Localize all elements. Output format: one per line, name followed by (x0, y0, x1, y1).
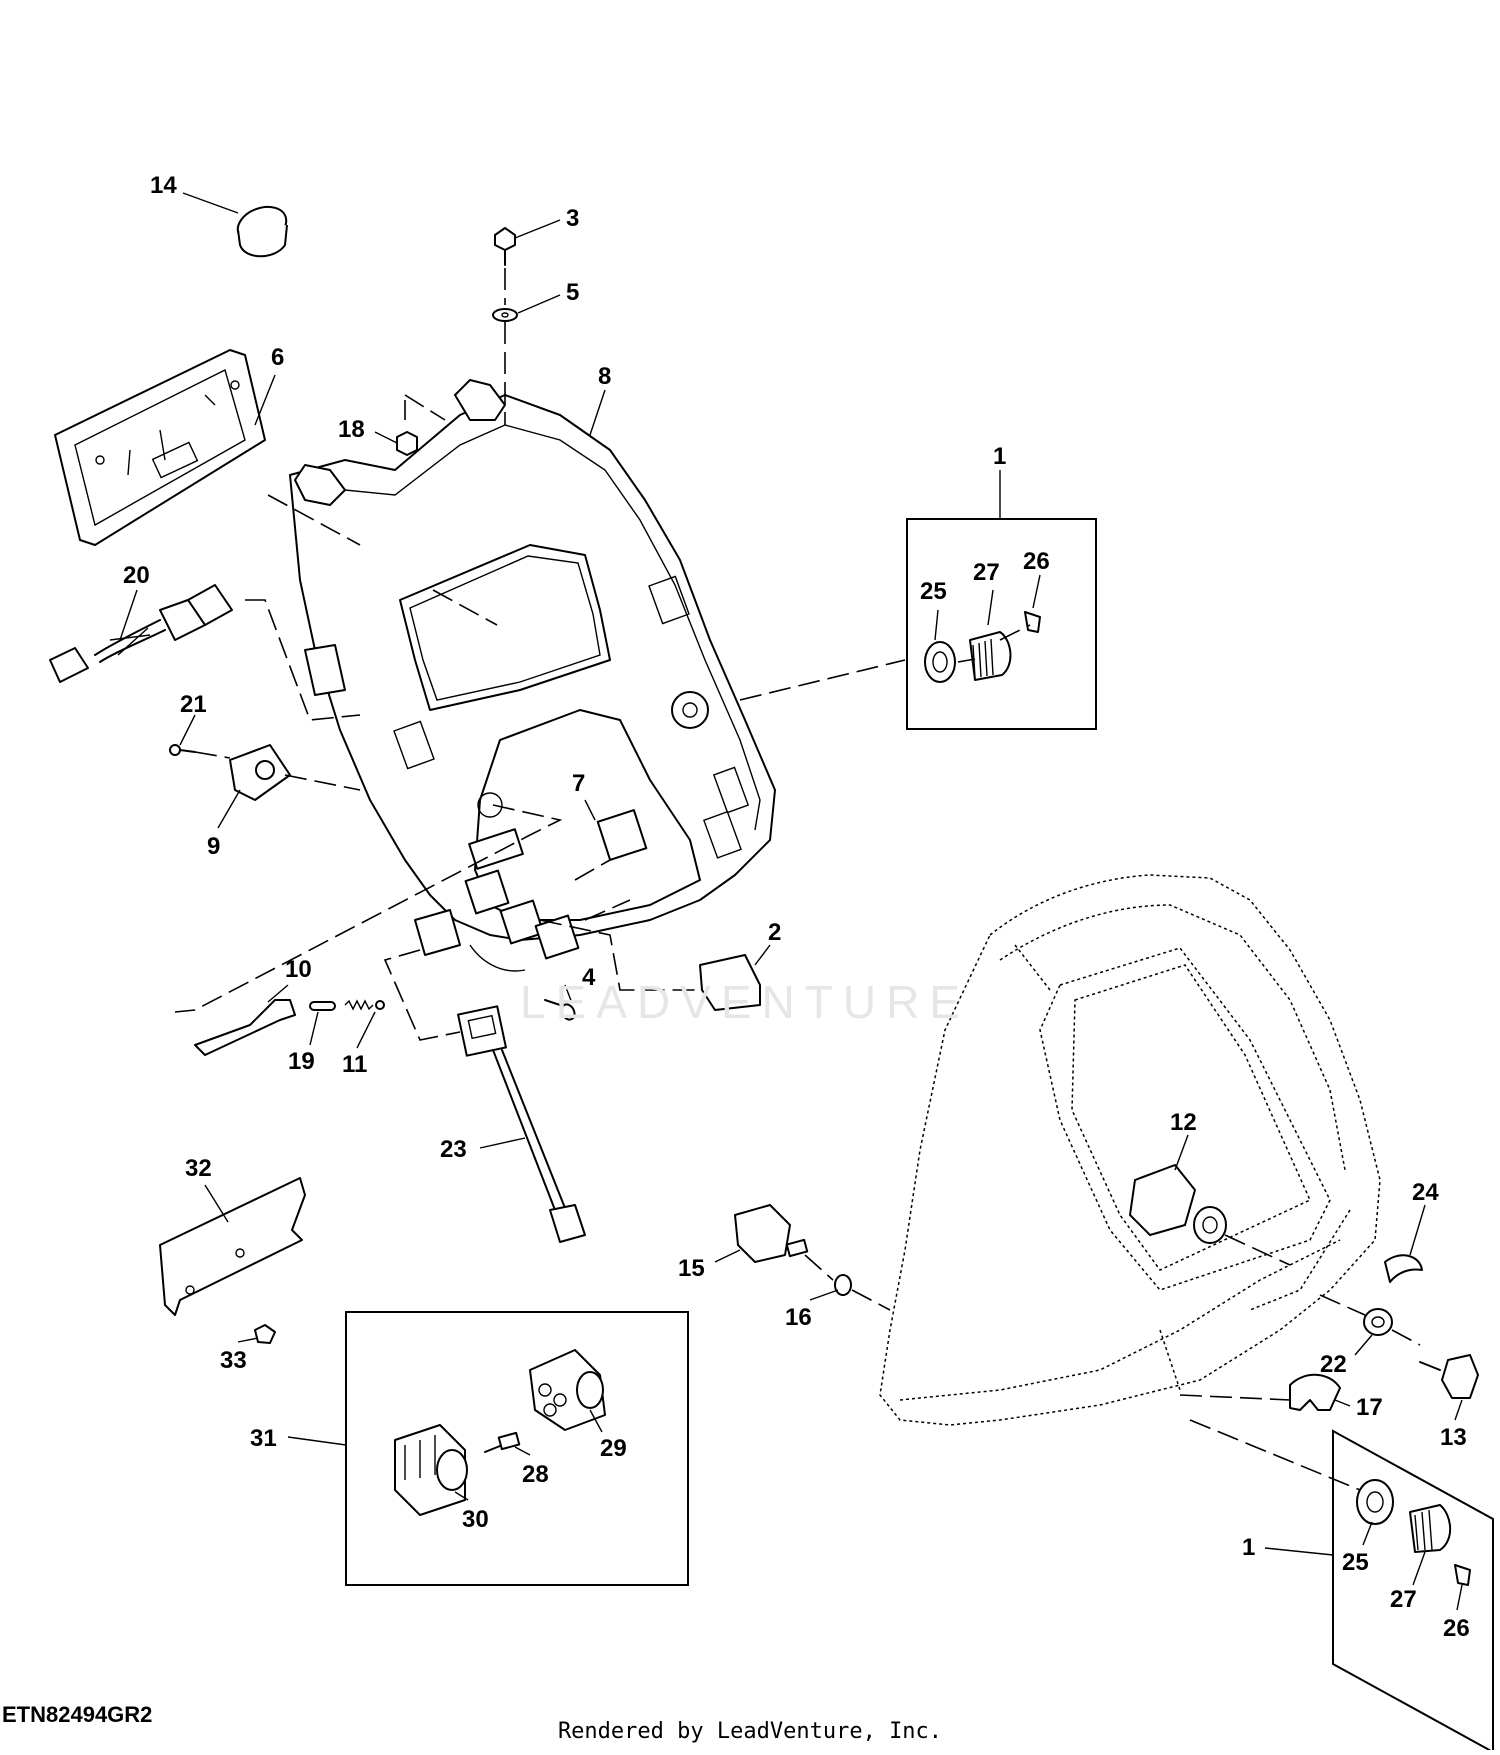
dash-housing-phantom (879, 874, 1381, 1426)
callout-18: 18 (338, 416, 365, 443)
callout-6: 6 (271, 344, 284, 371)
assembly-lines (174, 494, 1421, 1491)
plate-32 (159, 1177, 306, 1316)
clip-26-upper (1024, 611, 1041, 633)
panel-switches (464, 809, 648, 960)
callout-25-lower: 25 (1342, 1549, 1369, 1576)
callout-28: 28 (522, 1461, 549, 1488)
callout-22: 22 (1320, 1351, 1347, 1378)
knob-25-upper (924, 641, 956, 683)
callout-33: 33 (220, 1347, 247, 1374)
callout-17: 17 (1356, 1394, 1383, 1421)
callout-25-upper: 25 (920, 578, 947, 605)
kit-box-31 (345, 1311, 689, 1586)
callout-23: 23 (440, 1136, 467, 1163)
screw-33 (254, 1324, 276, 1344)
callout-1-upper: 1 (993, 443, 1006, 470)
callout-21: 21 (180, 691, 207, 718)
callout-26-upper: 26 (1023, 548, 1050, 575)
drawing-id: ETN82494GR2 (2, 1702, 153, 1727)
switch-9 (229, 744, 291, 801)
callout-5: 5 (566, 279, 579, 306)
callout-20: 20 (123, 562, 150, 589)
clip-26-lower (1454, 1564, 1471, 1586)
callout-14: 14 (150, 172, 177, 199)
leader-lines (119, 192, 1463, 1611)
callout-9: 9 (207, 833, 220, 860)
switch-15 (734, 1204, 809, 1263)
callout-12: 12 (1170, 1109, 1197, 1136)
callout-31: 31 (250, 1425, 277, 1452)
clip-24 (1384, 1254, 1423, 1283)
assembly-line (404, 394, 446, 421)
callout-labels: 14 3 5 6 8 18 1 26 27 25 20 21 9 7 2 10 … (123, 172, 1470, 1642)
callout-24: 24 (1412, 1179, 1439, 1206)
callout-1-lower: 1 (1242, 1534, 1255, 1561)
cap-14 (236, 205, 288, 258)
key-13 (1419, 1354, 1479, 1399)
callout-2: 2 (768, 919, 781, 946)
knob-27-upper (969, 631, 1012, 681)
nut-18 (396, 431, 418, 456)
callout-7: 7 (572, 770, 585, 797)
callout-8: 8 (598, 363, 611, 390)
nut-16 (834, 1274, 852, 1296)
lever-10 (194, 999, 296, 1056)
callout-4: 4 (582, 964, 596, 991)
callout-29: 29 (600, 1435, 627, 1462)
callout-26-lower: 26 (1443, 1615, 1470, 1642)
knob-27-lower (1409, 1504, 1452, 1553)
callout-3: 3 (566, 205, 579, 232)
bolt-3 (494, 227, 516, 266)
watermark-text: LEADVENTURE (520, 976, 970, 1028)
switch-cover-2 (699, 954, 761, 1011)
callout-11: 11 (342, 1051, 367, 1078)
switch-7 (596, 809, 648, 861)
screw-4 (544, 999, 576, 1021)
callout-10: 10 (285, 956, 312, 983)
callout-27-lower: 27 (1390, 1586, 1417, 1613)
switch-harness-23 (457, 1005, 586, 1243)
washer-5 (492, 308, 518, 322)
knob-25-lower (1356, 1479, 1394, 1525)
callout-13: 13 (1440, 1424, 1467, 1451)
bezel-22 (1363, 1308, 1393, 1336)
callout-16: 16 (785, 1304, 812, 1331)
ignition-switch-12 (1129, 1164, 1227, 1244)
pin-19 (309, 1001, 336, 1011)
spring-11 (344, 999, 385, 1011)
plate-17 (1289, 1373, 1341, 1411)
screw-21 (169, 744, 196, 756)
callout-15: 15 (678, 1255, 705, 1282)
connector-30 (394, 1424, 468, 1516)
connector-29 (529, 1349, 606, 1431)
callout-32: 32 (185, 1155, 212, 1182)
render-credit: Rendered by LeadVenture, Inc. (557, 1719, 943, 1744)
callout-30: 30 (462, 1506, 489, 1533)
kit-box-1-upper (906, 518, 1097, 730)
terminal-28 (484, 1431, 521, 1453)
callout-19: 19 (288, 1048, 315, 1075)
instrument-panel-housing (289, 379, 776, 972)
wire-harness-20 (49, 584, 233, 683)
callout-27-upper: 27 (973, 559, 1000, 586)
instrument-cluster (54, 349, 266, 546)
